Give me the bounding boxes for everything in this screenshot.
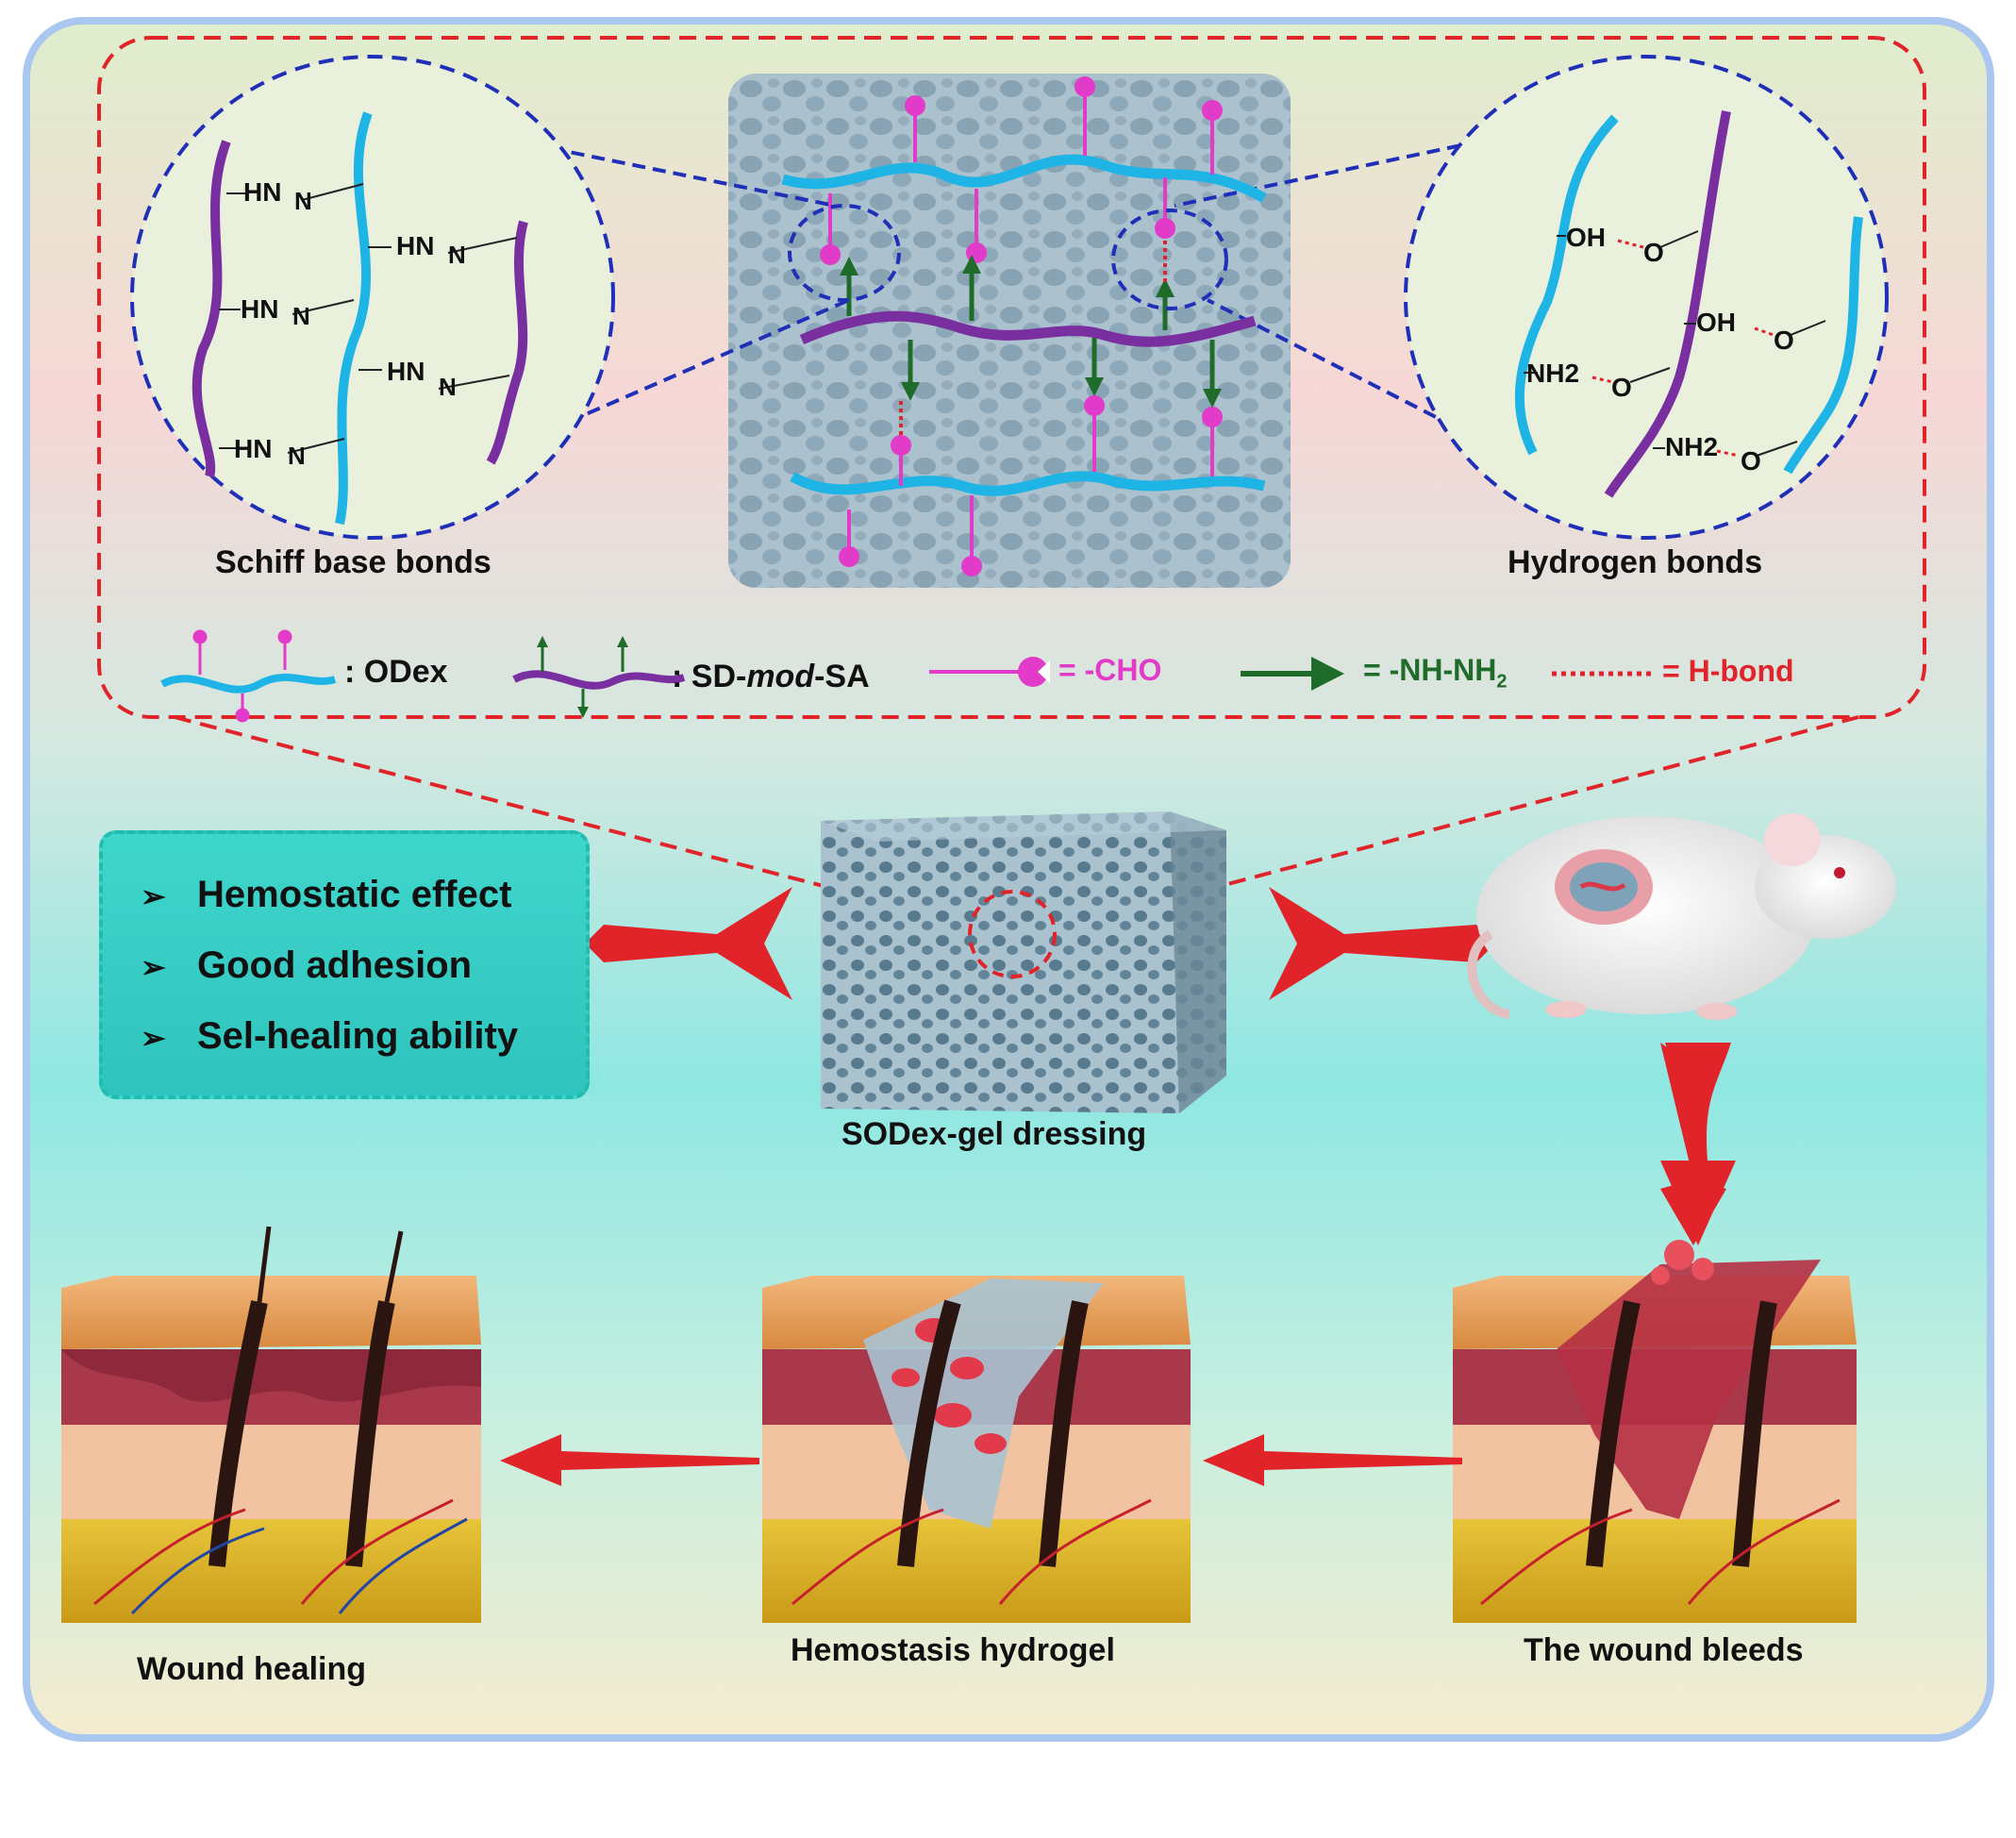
legend-nhnh2: = -NH-NH2	[1363, 653, 1508, 693]
feature-item: ➢Sel-healing ability	[141, 1015, 519, 1057]
oh-label-2: OH	[1696, 308, 1736, 337]
o-label-4: O	[1741, 446, 1761, 476]
legend-odex: : ODex	[344, 654, 448, 690]
n-label-5: N	[439, 373, 457, 401]
hn-label-2: HN	[241, 294, 279, 324]
bottom-arrows	[500, 1434, 1462, 1486]
wound-healing-label: Wound healing	[137, 1651, 367, 1687]
skin-block-right	[1453, 1240, 1857, 1623]
schiff-title: Schiff base bonds	[215, 544, 492, 580]
n-label-1: N	[294, 187, 312, 215]
wound-bleeds-label: The wound bleeds	[1524, 1632, 1804, 1668]
bullet-icon: ➢	[141, 879, 166, 913]
feature-item: ➢Hemostatic effect	[141, 874, 512, 915]
gel-cube	[821, 811, 1226, 1113]
n-label-2: N	[292, 302, 310, 330]
network-chains	[781, 76, 1267, 576]
hbond-title: Hydrogen bonds	[1508, 544, 1763, 580]
schiff-circle	[130, 55, 615, 540]
oh-label-1: OH	[1566, 223, 1606, 252]
n-label-3: N	[288, 442, 306, 470]
o-label-2: O	[1774, 326, 1794, 355]
legend-sdmodsa: : SD-mod-SA	[672, 659, 870, 694]
hn-label-1: HN	[243, 177, 282, 207]
legend-hbond: = H-bond	[1662, 654, 1794, 688]
rat-to-skin-arrow	[1660, 1043, 1736, 1245]
hemostasis-label: Hemostasis hydrogel	[791, 1632, 1115, 1668]
bullet-icon: ➢	[141, 950, 166, 984]
hbond-circle	[1404, 55, 1889, 540]
hn-label-4: HN	[396, 231, 435, 260]
nh2-label-2: NH2	[1665, 432, 1719, 461]
rat-image	[1467, 813, 1896, 1020]
o-label-1: O	[1643, 238, 1664, 267]
legend-cho: = -CHO	[1058, 653, 1162, 687]
feature-box: ➢Hemostatic effect ➢Good adhesion ➢Sel-h…	[99, 830, 590, 1099]
o-label-3: O	[1611, 373, 1632, 402]
skin-block-middle	[762, 1276, 1191, 1623]
hn-label-5: HN	[387, 357, 425, 386]
skin-block-left	[61, 1226, 481, 1623]
feature-item: ➢Good adhesion	[141, 944, 473, 986]
bullet-icon: ➢	[141, 1021, 166, 1055]
nh2-label-1: NH2	[1526, 359, 1580, 388]
top-dashed-frame	[97, 36, 1926, 719]
dressing-label: SODex-gel dressing	[841, 1116, 1147, 1152]
hn-label-3: HN	[234, 434, 273, 463]
n-label-4: N	[448, 241, 466, 269]
legend-glyphs	[160, 629, 1656, 723]
